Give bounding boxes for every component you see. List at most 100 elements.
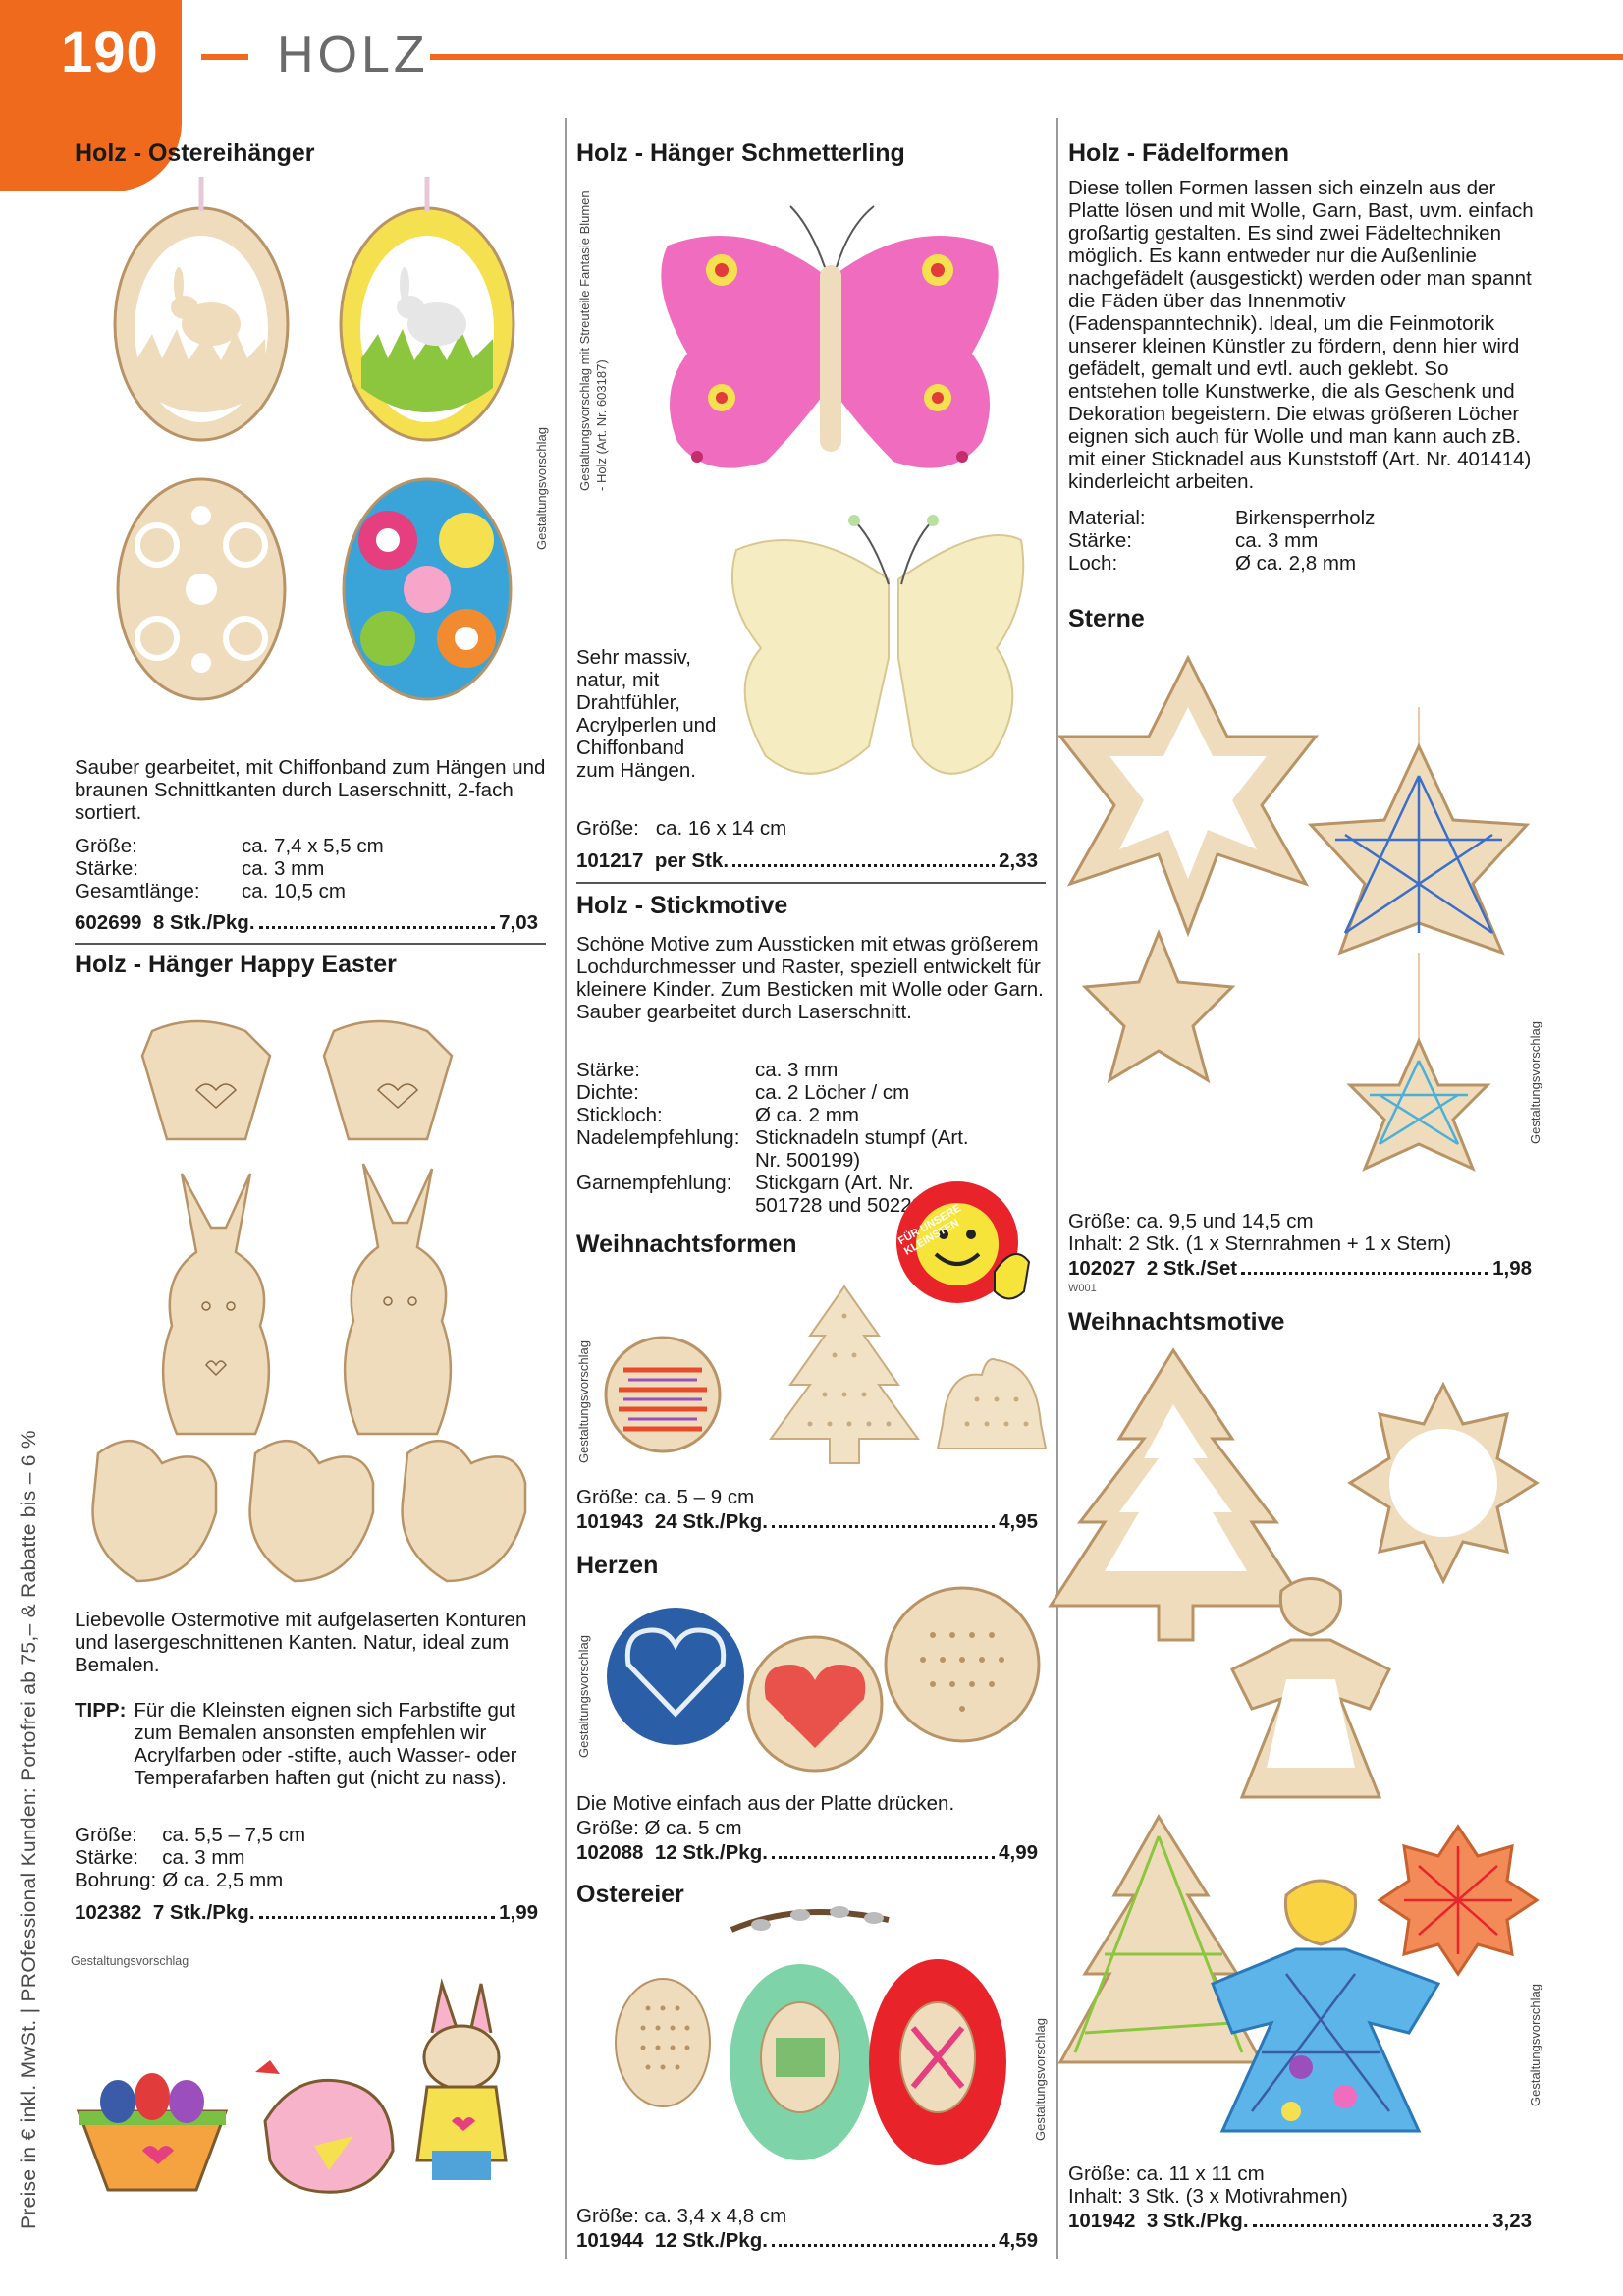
painted-easter-figures-image <box>76 1978 508 2194</box>
price: 4,95 <box>999 1510 1038 1533</box>
order-unit: per Stk. <box>654 849 730 872</box>
spec-value: Ø ca. 2,8 mm <box>1235 552 1357 574</box>
weihnachtsmotive-image <box>1048 1347 1540 2133</box>
egg-hanger-ornament-painted <box>342 477 513 701</box>
egg-hanger-bunny-natural <box>113 177 290 442</box>
price: 2,33 <box>999 849 1038 872</box>
size-value: ca. 5 – 9 cm <box>644 1486 755 1508</box>
star-solid <box>1081 928 1236 1084</box>
happy-easter-order-line: 102382 7 Stk./Pkg.1,99 <box>75 1901 538 1925</box>
order-unit: 7 Stk./Pkg. <box>152 1901 255 1924</box>
schmetterling-title: Holz - Hänger Schmetterling <box>576 139 905 167</box>
spec-value: ca. 2 Löcher / cm <box>755 1081 910 1104</box>
stickmotive-title: Holz - Stickmotive <box>576 892 788 919</box>
size-value: ca. 3,4 x 4,8 cm <box>644 2205 787 2227</box>
spec-value: Ø ca. 2,5 mm <box>162 1869 284 1891</box>
gestaltungsvorschlag-label: Gestaltungsvorschlag <box>576 1339 591 1463</box>
spec-label: Größe: <box>75 1824 137 1846</box>
schmetterling-note: Gestaltungsvorschlag mit Streuteile Fant… <box>577 191 609 491</box>
spec-label: Material: <box>1068 507 1146 529</box>
tip-text: Für die Kleinsten eignen sich Farbstifte… <box>134 1699 517 1789</box>
herzen-image <box>607 1586 1041 1773</box>
price: 7,03 <box>499 911 538 934</box>
ostereier-size: Größe: ca. 3,4 x 4,8 cm <box>576 2205 786 2227</box>
order-unit: 24 Stk./Pkg. <box>654 1510 768 1533</box>
happy-easter-tip: TIPP: Für die Kleinsten eignen sich Farb… <box>75 1699 548 1789</box>
spec-value: ca. 3 mm <box>242 857 325 880</box>
spec-value: ca. 3 mm <box>162 1846 245 1869</box>
butterfly-natural <box>730 515 1025 775</box>
article-number: 102027 <box>1068 1257 1136 1280</box>
sterne-content: Inhalt: 2 Stk. (1 x Sternrahmen + 1 x St… <box>1068 1232 1452 1255</box>
price-info-sidebar: Preise in € inkl. MwSt. | PROfessional K… <box>18 1430 40 2229</box>
ostereihaenger-title: Holz - Ostereihänger <box>75 139 315 167</box>
gestaltungsvorschlag-label: Gestaltungsvorschlag <box>1033 2017 1048 2141</box>
faedelformen-title: Holz - Fädelformen <box>1068 139 1290 167</box>
stickmotive-description: Schöne Motive zum Aussticken mit etwas g… <box>576 933 1044 1023</box>
price: 4,59 <box>999 2229 1038 2252</box>
spec-value: ca. 3 mm <box>755 1059 839 1081</box>
gestaltungsvorschlag-label: Gestaltungsvorschlag <box>71 1954 189 1968</box>
article-number: 102382 <box>75 1901 142 1924</box>
spec-value: ca. 10,5 cm <box>242 880 346 902</box>
schmetterling-description: Sehr massiv, natur, mit Drahtfühler, Acr… <box>576 646 717 782</box>
herzen-description: Die Motive einfach aus der Platte drücke… <box>576 1792 955 1815</box>
ostereier-order-line: 101944 12 Stk./Pkg.4,59 <box>576 2229 1038 2253</box>
size-label: Größe: <box>576 2205 639 2227</box>
spec-value: ca. 7,4 x 5,5 cm <box>242 835 384 857</box>
basket-shape <box>322 1019 454 1141</box>
egg-hangers-image <box>113 177 515 701</box>
ostereier-title: Ostereier <box>576 1881 684 1908</box>
spec-label: Dichte: <box>576 1081 639 1104</box>
egg-hanger-ornament-natural <box>116 477 287 701</box>
bunny-shape <box>343 1163 453 1436</box>
weihnachtsformen-title: Weihnachtsformen <box>576 1230 797 1258</box>
happy-easter-title: Holz - Hänger Happy Easter <box>75 951 397 978</box>
order-unit: 12 Stk./Pkg. <box>654 2229 768 2252</box>
gestaltungsvorschlag-label: Gestaltungsvorschlag <box>534 426 549 550</box>
spec-value: Sticknadeln stumpf (Art. Nr. 500199) <box>755 1126 969 1172</box>
herzen-title: Herzen <box>576 1552 659 1579</box>
herzen-size: Größe: Ø ca. 5 cm <box>576 1817 742 1839</box>
spec-label: Garnempfehlung: <box>576 1172 732 1194</box>
spec-value: Ø ca. 2 mm <box>755 1104 859 1126</box>
bunny-shape <box>161 1173 271 1436</box>
spec-label: Stärke: <box>75 1846 138 1869</box>
butterfly-image <box>661 205 1025 775</box>
spec-label: Größe: <box>75 835 137 857</box>
spec-label: Stärke: <box>576 1059 640 1081</box>
weihnachtsformen-size: Größe: ca. 5 – 9 cm <box>576 1486 754 1508</box>
ostereihaenger-order-line: 602699 8 Stk./Pkg.7,03 <box>75 911 538 935</box>
size-value: ca. 16 x 14 cm <box>655 817 787 840</box>
spec-value: Birkensperrholz <box>1235 507 1376 529</box>
article-code: W001 <box>1068 1283 1097 1294</box>
order-unit: 3 Stk./Pkg. <box>1146 2210 1249 2232</box>
size-label: Größe: <box>576 817 639 840</box>
size-label: Größe: <box>576 1817 639 1839</box>
article-number: 101217 <box>576 849 644 872</box>
sterne-size: Größe: ca. 9,5 und 14,5 cm <box>1068 1210 1314 1232</box>
schmetterling-order-line: 101217 per Stk. 2,33 <box>576 849 1038 873</box>
chicken-shape <box>401 1439 527 1583</box>
happy-easter-description: Liebevolle Ostermotive mit aufgelaserten… <box>75 1609 527 1676</box>
ostereihaenger-description: Sauber gearbeitet, mit Chiffonband zum H… <box>75 756 546 824</box>
order-unit: 12 Stk./Pkg. <box>654 1841 768 1864</box>
spec-label: Stickloch: <box>576 1104 663 1126</box>
ostereier-image <box>615 1906 1006 2165</box>
section-divider <box>75 943 546 945</box>
schmetterling-size: Größe: ca. 16 x 14 cm <box>576 817 786 840</box>
chicken-shape <box>91 1439 218 1583</box>
kleinsten-badge <box>896 1181 1031 1303</box>
order-unit: 2 Stk./Set <box>1146 1257 1238 1280</box>
header-rule <box>430 54 1623 60</box>
egg-hanger-bunny-painted <box>339 177 515 442</box>
spec-label: Stärke: <box>75 857 138 880</box>
chicken-shape <box>248 1439 375 1583</box>
weihnachtsformen-order-line: 101943 24 Stk./Pkg.4,95 <box>576 1510 1038 1534</box>
herzen-order-line: 102088 12 Stk./Pkg.4,99 <box>576 1841 1038 1865</box>
weihnachtsmotive-title: Weihnachtsmotive <box>1068 1308 1285 1336</box>
order-unit: 8 Stk./Pkg. <box>152 911 255 934</box>
gestaltungsvorschlag-label: Gestaltungsvorschlag <box>576 1634 591 1758</box>
page-number: 190 <box>61 21 159 84</box>
